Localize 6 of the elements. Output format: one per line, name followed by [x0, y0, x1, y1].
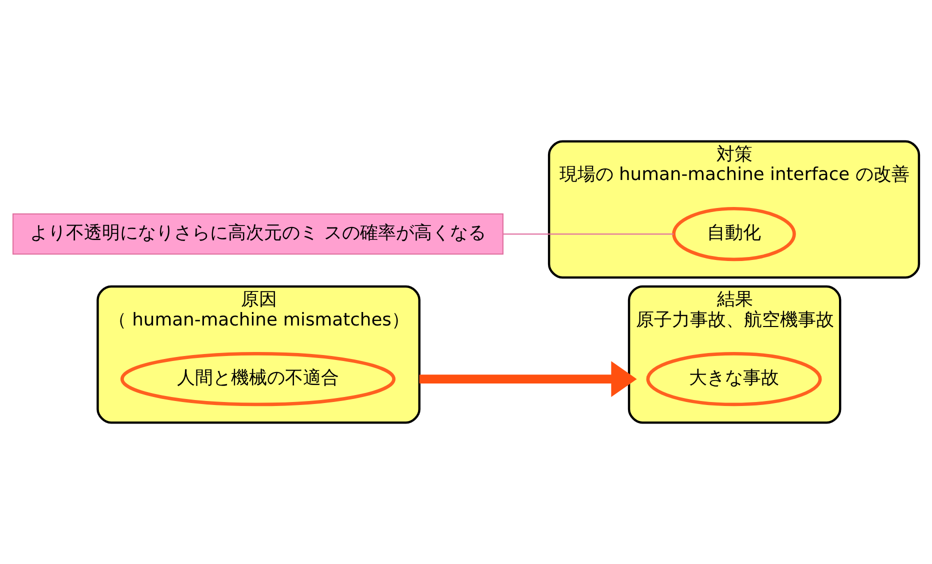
- connector: [502, 233, 674, 235]
- node-ellipse: 大きな事故: [646, 352, 822, 406]
- node-box: より不透明になりさらに高次元のミ スの確率が高くなる: [12, 213, 504, 255]
- node-ellipse: 人間と機械の不適合: [120, 352, 396, 406]
- node-ellipse: 自動化: [672, 206, 796, 262]
- arrow: [419, 361, 637, 398]
